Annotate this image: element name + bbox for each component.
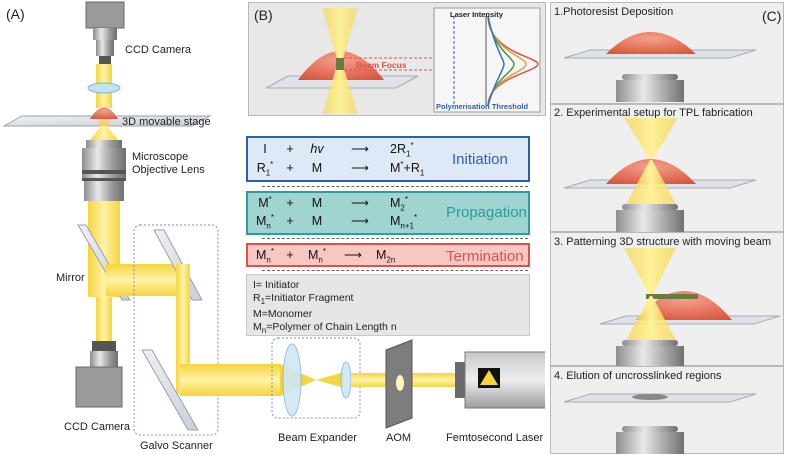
- ccd-camera-top-label: CCD Camera: [125, 44, 192, 56]
- panel-label-c: (C): [762, 8, 782, 24]
- expander-lens-2: [340, 361, 352, 399]
- step-2-label: 2. Experimental setup for TPL fabricatio…: [554, 107, 753, 119]
- initiation-box: [246, 136, 530, 182]
- developed-structure: [632, 394, 668, 400]
- abbreviation-legend: I= Initiator R1=Initiator Fragment M=Mon…: [246, 274, 530, 336]
- laser-intensity-label: Laser Intensity: [450, 10, 503, 19]
- initiation-title: Initiation: [452, 151, 508, 168]
- objective-1: [616, 74, 684, 102]
- femtosecond-laser: [455, 351, 545, 409]
- step-1-label: 1.Photoresist Deposition: [554, 6, 674, 18]
- beam-objective-focus: [90, 126, 118, 140]
- beam-galvo-vertical: [176, 264, 190, 394]
- legend-initiator: I= Initiator: [253, 279, 300, 291]
- galvo-mirror-2: [141, 349, 199, 431]
- beam-galvo-expander: [180, 364, 280, 396]
- legend-polymer: Mn=Polymer of Chain Length n: [253, 320, 397, 335]
- mirror-label: Mirror: [56, 272, 85, 284]
- propagation-eq-2: Mn*+M⟶Mn+1*: [256, 213, 418, 231]
- termination-title: Termination: [446, 248, 524, 265]
- termination-box: [246, 243, 530, 267]
- ccd-camera-bottom-label: CCD Camera: [64, 421, 131, 433]
- panel-label-a: (A): [6, 6, 25, 22]
- ccd-camera-bottom: [75, 341, 123, 408]
- tube-lens: [87, 82, 121, 94]
- beam-mirror-galvo: [106, 264, 176, 296]
- galvo-scanner-box: [133, 224, 219, 436]
- legend-monomer: M=Monomer: [253, 308, 313, 321]
- aom-label: AOM: [386, 432, 412, 444]
- beam-expander-label: Beam Expander: [278, 432, 357, 444]
- objective-lens: [82, 140, 126, 201]
- step-3-label: 3. Patterning 3D structure with moving b…: [554, 236, 772, 248]
- patterned-line: [646, 294, 698, 299]
- intensity-plot: [433, 7, 541, 113]
- ccd-camera-top: [85, 1, 125, 64]
- objective-label-2: Objective Lens: [132, 164, 205, 176]
- droplet-stage: [90, 107, 118, 119]
- optical-setup-diagram: [2, 1, 545, 436]
- objective-4: [616, 426, 684, 454]
- initiation-eq-1: I+hv⟶2R1*: [263, 141, 414, 159]
- beam-expander-box: [271, 337, 361, 419]
- stage-label: 3D movable stage: [122, 116, 211, 128]
- process-steps-diagram: [563, 32, 781, 454]
- propagation-title: Propagation: [446, 204, 527, 221]
- objective-3: [616, 340, 684, 366]
- propagation-eq-1: M*+M⟶M2*: [258, 195, 408, 213]
- femtosecond-laser-label: Femtosecond Laser: [446, 432, 544, 444]
- threshold-label: Polymerisation Threshold: [436, 102, 529, 111]
- droplet-1: [606, 32, 696, 54]
- propagation-box: [246, 191, 530, 235]
- beam-focus-diagram: [265, 7, 541, 114]
- panel-label-b: (B): [254, 7, 273, 23]
- step-4-label: 4. Elution of uncrosslinked regions: [554, 370, 722, 382]
- expander-lens-1: [282, 343, 302, 417]
- legend-fragment: R1=Initiator Fragment: [253, 291, 354, 306]
- initiation-eq-2: R1*+M⟶M*+R1: [256, 160, 425, 178]
- objective-2: [616, 204, 684, 232]
- galvo-scanner-label: Galvo Scanner: [140, 440, 213, 452]
- objective-label-1: Microscope: [132, 151, 189, 163]
- focal-voxel: [336, 58, 344, 70]
- beam-focus-label: Beam Focus: [356, 60, 407, 70]
- termination-eq: Mn*+Mn*⟶M2n: [256, 247, 396, 265]
